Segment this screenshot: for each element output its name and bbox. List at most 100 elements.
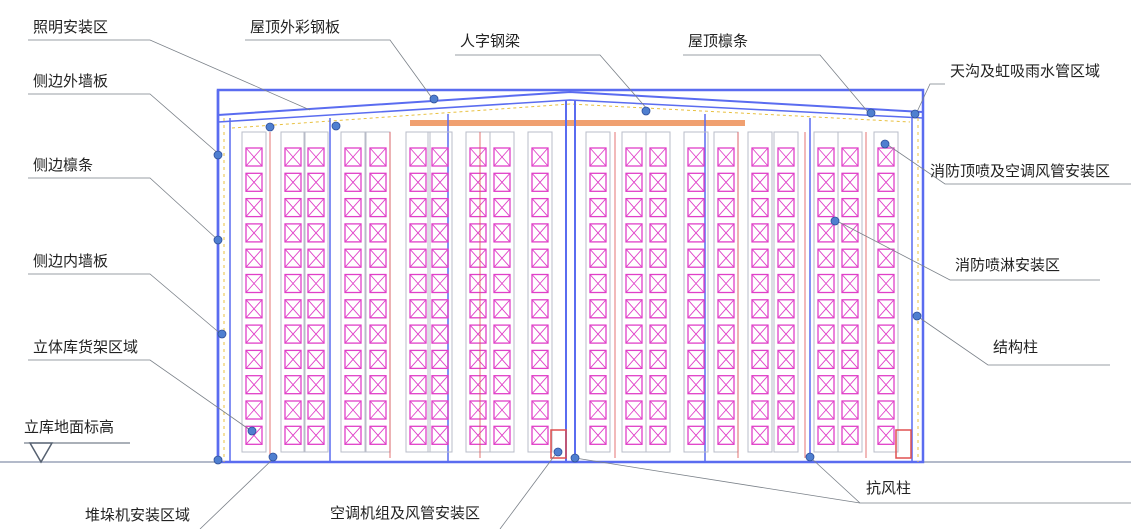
rack-cell [717,197,735,218]
rack-cell [245,425,263,445]
rack-cell [649,147,667,167]
rack-cell [589,349,607,370]
rack-cell [469,197,487,218]
rack-cell [589,223,607,243]
callout-point [217,329,227,339]
rack-cell [469,223,487,243]
rack-cell [409,400,427,420]
rack-cell [625,223,643,243]
rack-cell [687,425,705,445]
rack-cell [589,425,607,445]
callout-point [641,106,651,116]
rack-cell [469,324,487,344]
rack-cell [307,425,325,445]
rack-cell [493,223,511,243]
label-gutter-drain-area: 天沟及虹吸雨水管区域 [950,62,1100,80]
rack-cell [245,400,263,420]
rack-cell [717,273,735,294]
rack-cell [649,172,667,192]
rack-cell [493,299,511,319]
rack-cell [751,349,769,370]
rack-cell [369,147,387,167]
rack-cell [625,349,643,370]
rack-cell [369,324,387,344]
rack-cell [649,197,667,218]
rack-cell [777,147,795,167]
rack-frame [527,131,553,453]
rack-cell [817,273,835,294]
rack-cell [245,273,263,294]
leader-line [28,93,221,156]
callout-point [553,447,563,457]
rack-cell [284,299,302,319]
label-roof-purlin: 屋顶檩条 [688,32,748,50]
rack-cell [344,197,362,218]
rack-cell [625,248,643,268]
rack-cell [717,375,735,395]
callout-points [213,94,922,465]
rack-cell [493,324,511,344]
rack-frame [585,131,611,453]
rack-cell [469,248,487,268]
rack-cell [344,147,362,167]
rack-cell [369,375,387,395]
rack-cell [625,172,643,192]
rack-cell [284,324,302,344]
rack-cell [344,375,362,395]
rack-cell [409,223,427,243]
rack-cell [409,425,427,445]
rack-cell [307,248,325,268]
rack-cell [431,425,449,445]
rack-cell [344,349,362,370]
rack-cell [649,273,667,294]
rack-frame [241,131,267,453]
rack-cell [431,197,449,218]
rack-cell [431,248,449,268]
label-hvac-unit-area: 空调机组及风管安装区 [330,504,480,522]
rack-cell [717,299,735,319]
rack-frame [773,131,799,453]
rack-cell [307,375,325,395]
callout-point [910,109,920,119]
rack-cell [649,223,667,243]
label-structural-column: 结构柱 [993,338,1038,356]
rack-cell [817,197,835,218]
rack-cell [369,349,387,370]
rack-cell [751,147,769,167]
rack-cell [877,299,895,319]
rack-cell [751,197,769,218]
rack-cell [493,400,511,420]
rack-cell [751,248,769,268]
rack-cell [284,248,302,268]
leader-line [574,457,861,504]
rack-cell [245,197,263,218]
rack-cell [751,172,769,192]
rack-cell [307,172,325,192]
rack-cell [344,425,362,445]
rack-cell [469,375,487,395]
rack-cell [531,273,549,294]
rack-cell [877,223,895,243]
rack-cell [531,223,549,243]
rack-cell [469,425,487,445]
rack-cell [493,172,511,192]
rack-cell [751,299,769,319]
rack-cell [493,273,511,294]
rack-cell [841,197,859,218]
rack-cell [817,324,835,344]
rack-cell [531,400,549,420]
rack-cell [344,400,362,420]
rack-cell [625,147,643,167]
rack-cell [717,223,735,243]
rack-cell [817,223,835,243]
rack-area [241,131,899,458]
rack-cell [841,375,859,395]
leader-line [915,83,945,115]
rack-cell [589,197,607,218]
rack-cell [877,147,895,167]
rack-cell [777,299,795,319]
rack-cell [649,400,667,420]
rack-cell [589,299,607,319]
